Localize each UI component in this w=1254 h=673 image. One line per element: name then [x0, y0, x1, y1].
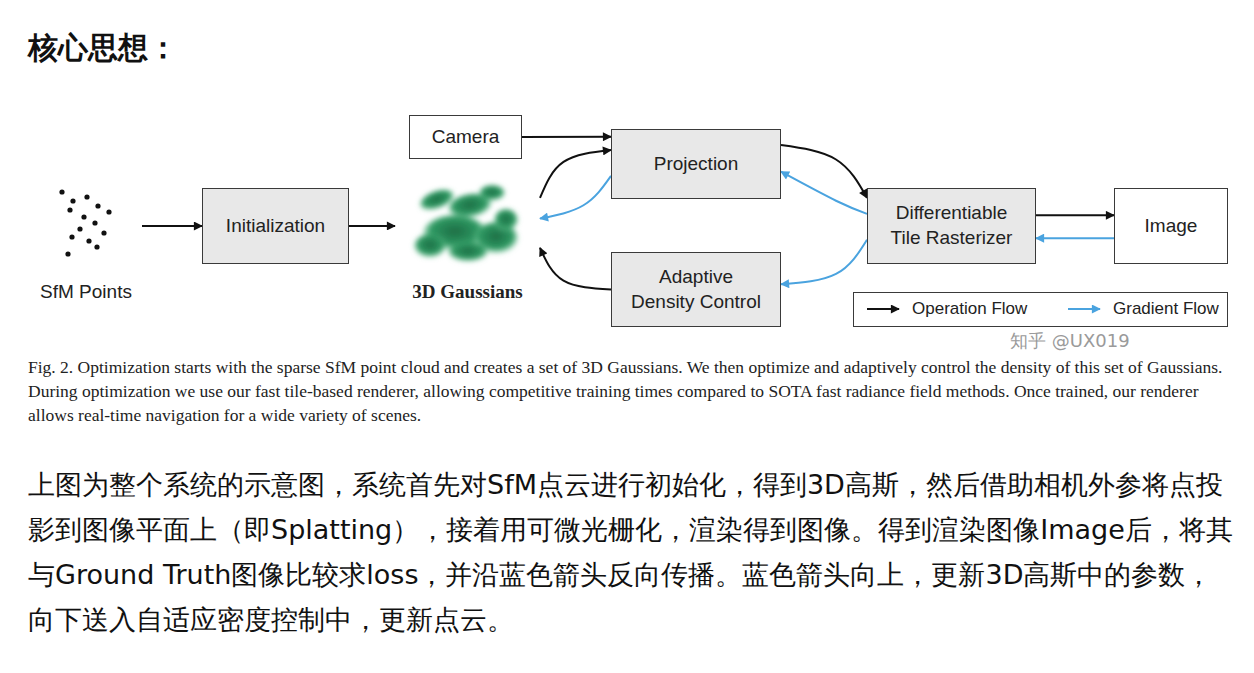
process-box: Differentiable Tile Rasterizer — [867, 188, 1036, 264]
gradient-arrow — [781, 172, 867, 214]
sfm-dots — [59, 189, 111, 256]
legend-arrow — [867, 308, 899, 310]
operation-arrow — [142, 225, 202, 227]
legend-text: Operation Flow — [912, 299, 1027, 319]
gradient-arrow — [540, 176, 611, 219]
legend-box: Operation Flow Gradient Flow — [853, 292, 1228, 327]
legend-item: Operation Flow — [866, 293, 1027, 325]
box-label: Adaptive Density Control — [626, 265, 766, 314]
legend-text: Gradient Flow — [1113, 299, 1219, 319]
gradient-arrow — [1036, 237, 1114, 239]
legend-sample — [866, 302, 902, 316]
legend-arrow — [1068, 308, 1100, 310]
operation-arrow — [522, 136, 611, 138]
operation-arrow — [540, 248, 611, 290]
operation-arrow — [781, 145, 867, 198]
operation-arrow — [349, 225, 395, 227]
operation-arrow — [1036, 214, 1114, 216]
process-box: Projection — [611, 129, 781, 199]
box-label: Projection — [654, 152, 739, 177]
output-box: Image — [1114, 188, 1228, 264]
box-label: Initialization — [226, 214, 325, 239]
gaussian-ellipses — [414, 185, 518, 262]
input-box: Camera — [409, 115, 522, 159]
heading: 核心思想： — [28, 28, 178, 68]
legend-sample — [1067, 302, 1103, 316]
body-paragraph: 上图为整个系统的示意图，系统首先对SfM点云进行初始化，得到3D高斯，然后借助相… — [28, 462, 1233, 642]
watermark: 知乎 @UX019 — [1010, 330, 1210, 352]
figure-label: SfM Points — [40, 281, 132, 304]
process-box: Initialization — [202, 188, 349, 264]
process-box: Adaptive Density Control — [611, 252, 781, 327]
box-label: Camera — [432, 125, 500, 150]
figure-label: 3D Gaussians — [412, 281, 522, 304]
point-cloud-figure: SfM Points — [30, 186, 142, 304]
box-label: Differentiable Tile Rasterizer — [887, 201, 1017, 250]
box-label: Image — [1145, 214, 1198, 239]
gaussians-figure: 3D Gaussians — [395, 182, 540, 304]
legend-item: Gradient Flow — [1067, 293, 1219, 325]
gradient-arrow — [781, 240, 867, 285]
figure-caption: Fig. 2. Optimization starts with the spa… — [28, 355, 1240, 427]
